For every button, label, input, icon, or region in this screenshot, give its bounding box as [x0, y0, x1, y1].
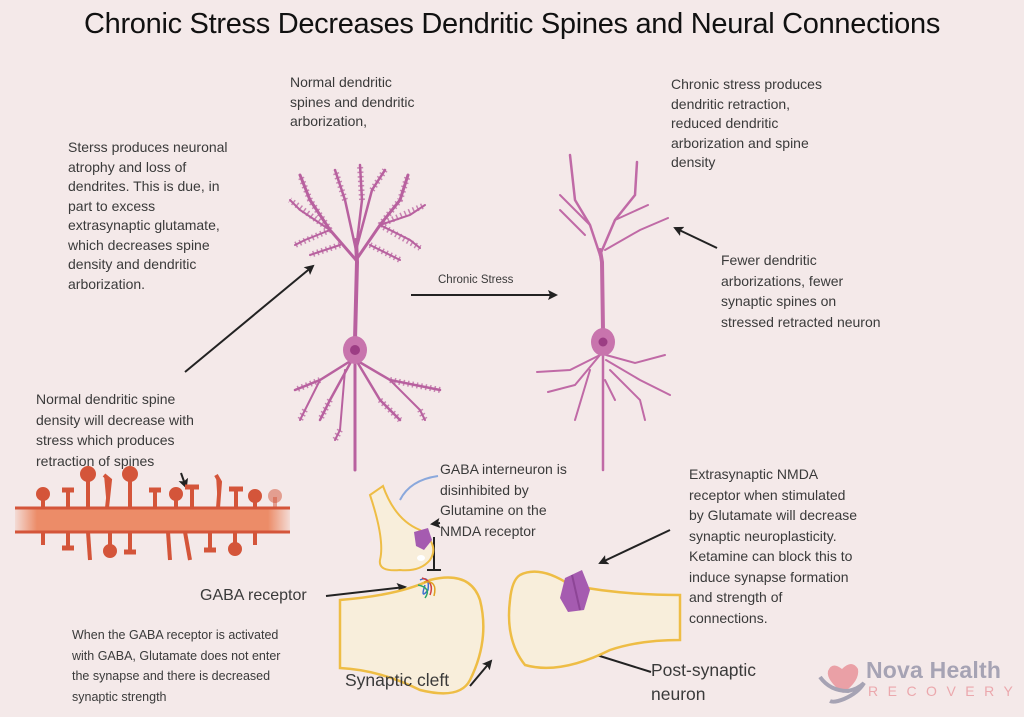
arrow-to-gaba-receptor	[325, 582, 407, 597]
nmda-receptor-extrasynaptic	[560, 570, 590, 612]
arrow-to-normal-neuron	[184, 264, 315, 373]
logo-subtitle: RECOVERY	[868, 683, 1023, 699]
gaba-interneuron-terminal	[368, 484, 435, 572]
annotation-synaptic-cleft: Synaptic cleft	[345, 670, 450, 690]
annotation-fewer-arborizations: Fewer dendritic arborizations, fewer syn…	[721, 252, 881, 330]
annotation-chronic-neuron: Chronic stress produces dendritic retrac…	[671, 76, 822, 170]
arrow-to-stressed-neuron	[673, 226, 718, 249]
blue-curved-arrow	[399, 475, 439, 501]
annotation-gaba-interneuron: GABA interneuron is disinhibited by Glut…	[440, 461, 567, 539]
annotation-gaba-activation: When the GABA receptor is activated with…	[72, 628, 281, 704]
inhibition-bar	[427, 537, 441, 571]
postsynaptic-terminal	[507, 570, 682, 670]
stressed-neuron	[536, 153, 671, 472]
annotation-spine-density: Normal dendritic spine density will decr…	[36, 391, 194, 469]
gaba-receptor-protein	[417, 577, 436, 599]
annotation-post-synaptic: Post-synaptic neuron	[651, 660, 757, 704]
arrow-to-nmda-receptor	[598, 529, 671, 565]
normal-neuron-spines	[288, 164, 441, 442]
annotation-normal-neuron: Normal dendritic spines and dendritic ar…	[290, 74, 415, 129]
logo-name: Nova Health	[866, 657, 1002, 683]
normal-neuron	[289, 163, 442, 472]
nova-health-logo: Nova Health RECOVERY	[818, 655, 1013, 705]
chronic-stress-label: Chronic Stress	[438, 274, 514, 286]
arrow-to-synaptic-cleft	[469, 659, 493, 687]
annotation-gaba-receptor: GABA receptor	[200, 587, 307, 604]
nmda-receptor-interneuron	[414, 528, 432, 550]
heart-hand-icon	[818, 664, 866, 704]
annotation-stress-atrophy: Sterss produces neuronal atrophy and los…	[68, 139, 228, 292]
page-title: Chronic Stress Decreases Dendritic Spine…	[83, 8, 941, 40]
presynaptic-terminal	[338, 576, 485, 695]
annotation-extrasynaptic-nmda: Extrasynaptic NMDA receptor when stimula…	[689, 466, 858, 626]
dendrite-spines	[15, 466, 290, 561]
